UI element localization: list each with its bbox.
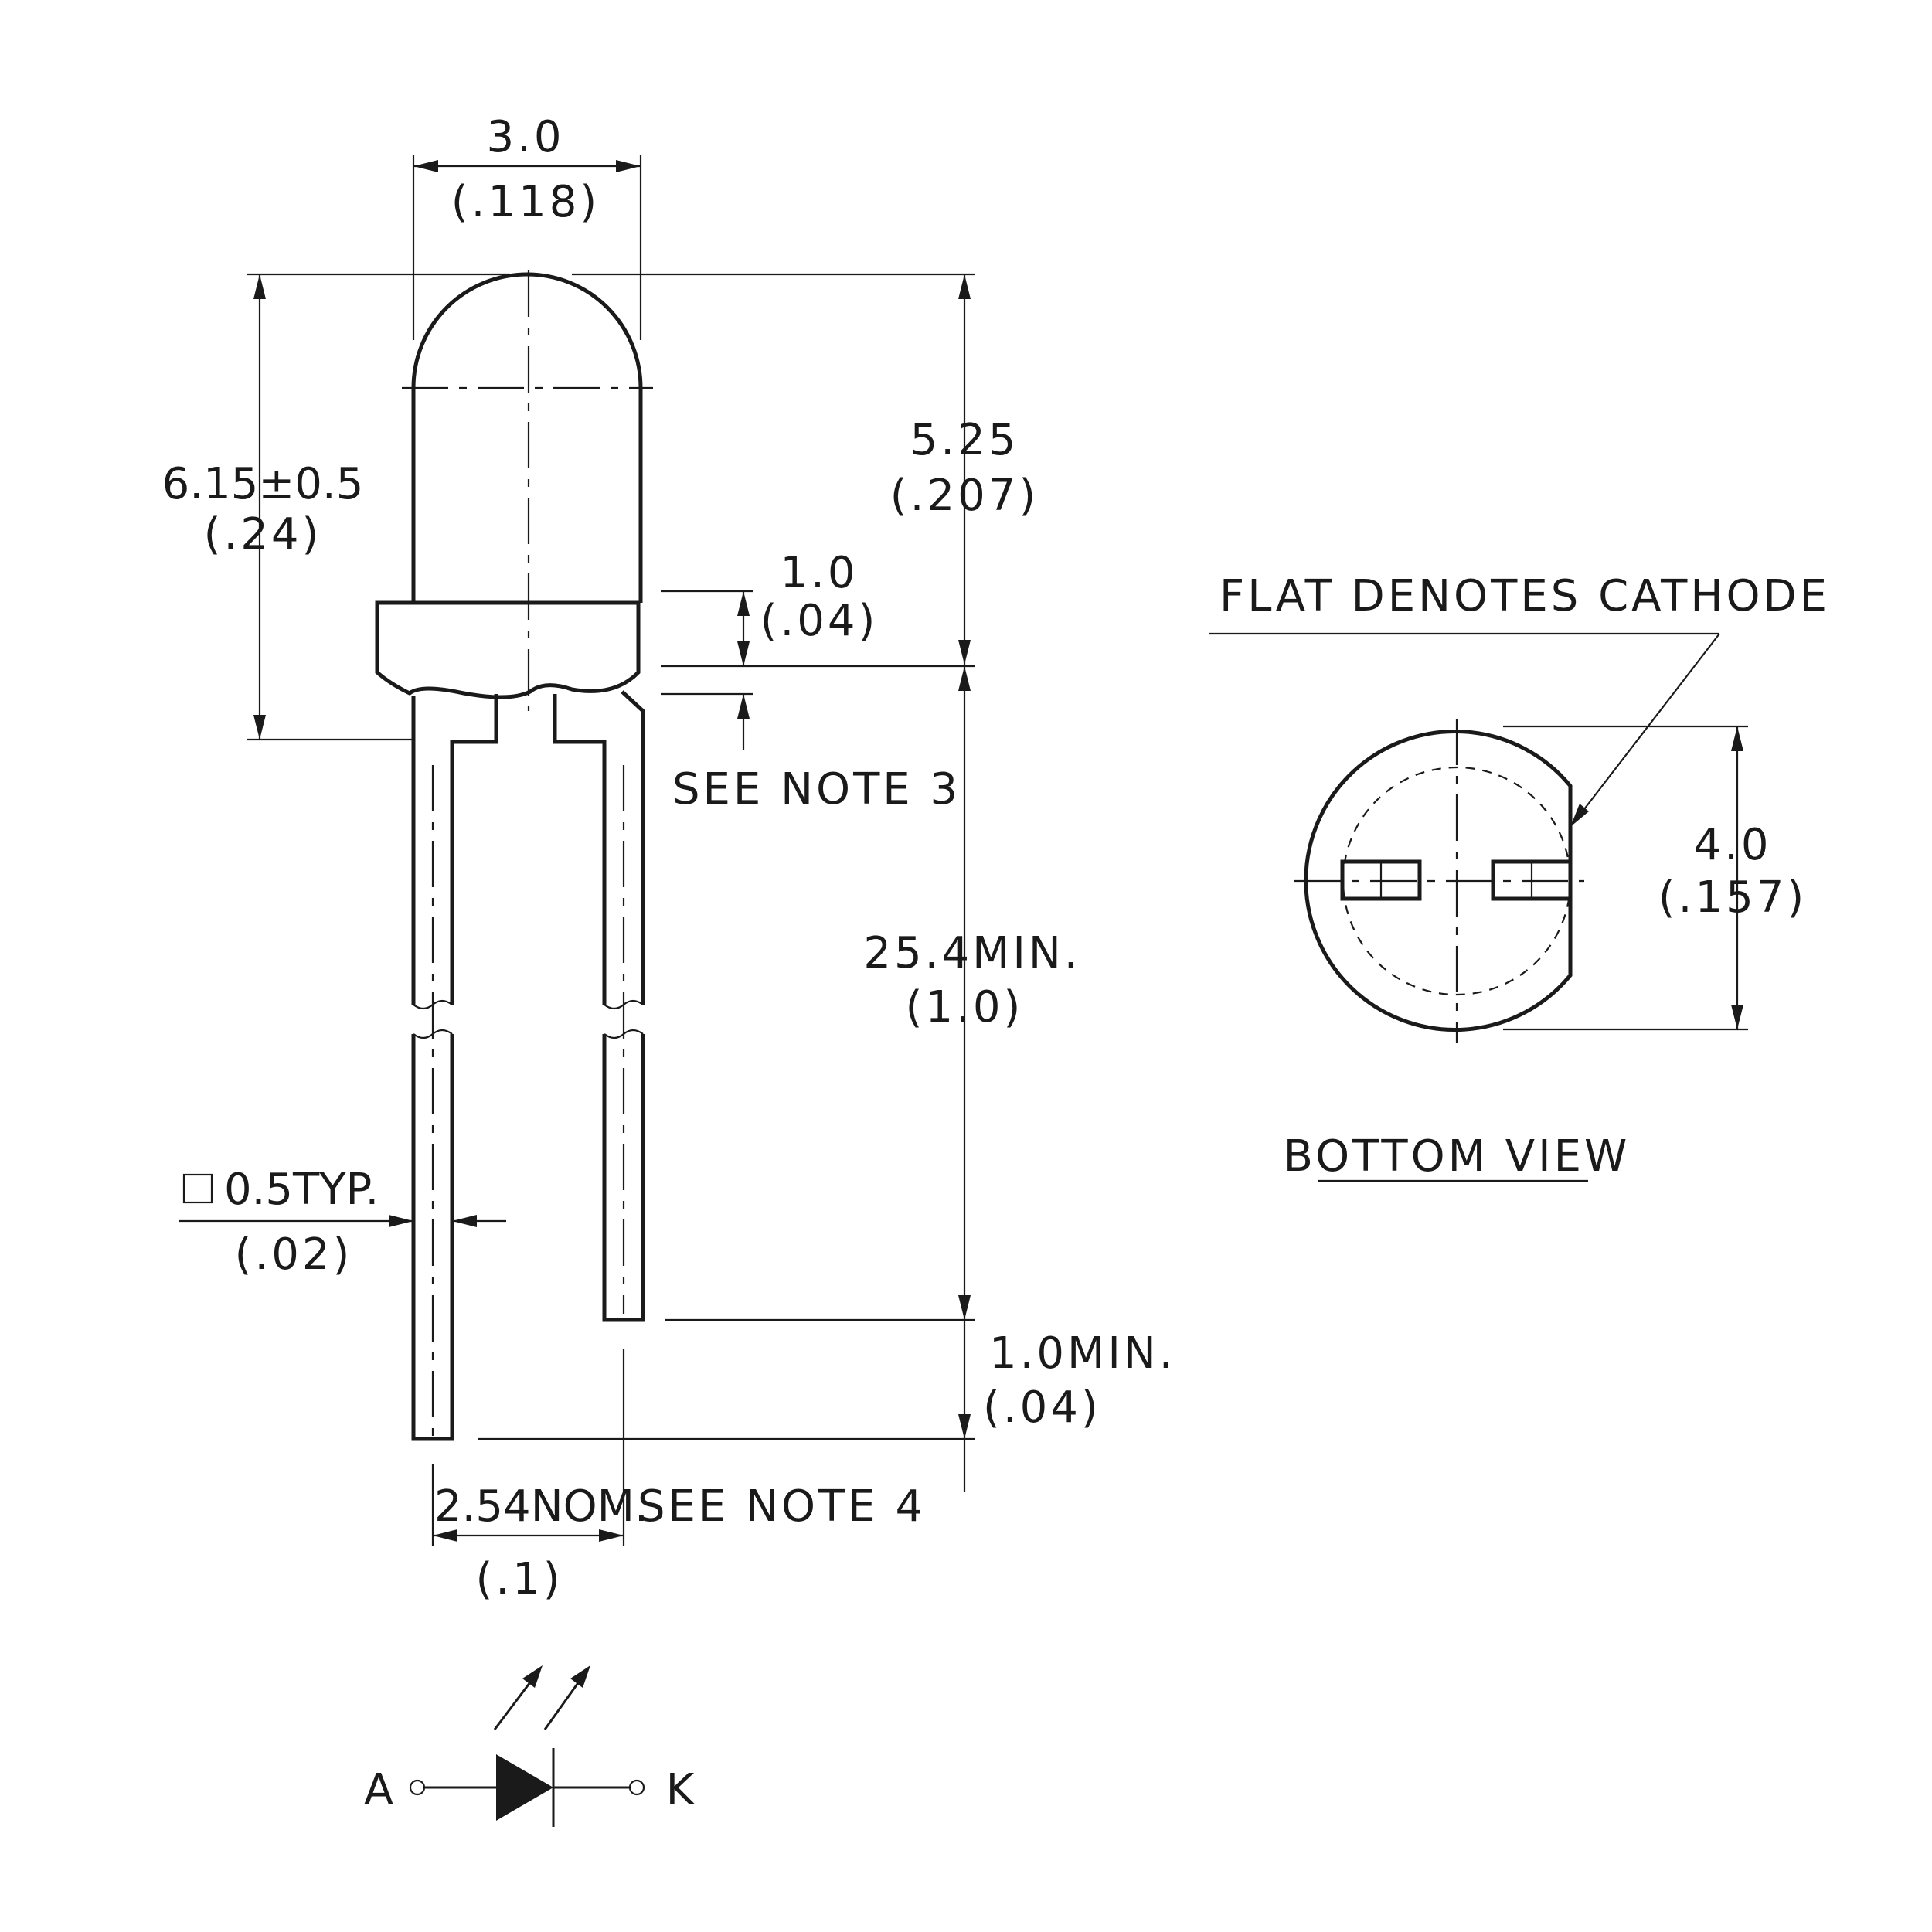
anode-lead-lower: [411, 1034, 454, 1441]
bottom-view-outline: [1304, 730, 1573, 1032]
lead-size-inch: (.02): [235, 1230, 353, 1280]
dim-lead-length: 25.4MIN. (1.0): [665, 666, 1080, 1321]
cathode-lead: [553, 690, 645, 1005]
light-arrow-2-icon: [543, 1665, 590, 1730]
flange-height-inch: (.04): [760, 596, 879, 646]
lead-spacing-inch: (.1): [475, 1554, 563, 1604]
side-view: [375, 270, 653, 1441]
anode-lead: [411, 694, 498, 1005]
dim-lead-spacing: 2.54NOM. SEE NOTE 4 (.1): [431, 1349, 926, 1604]
dome-height-inch: (.207): [890, 471, 1039, 521]
overall-height-inch: (.24): [204, 509, 322, 560]
flat-cathode-note: FLAT DENOTES CATHODE: [1219, 571, 1830, 621]
lead-length-inch: (1.0): [906, 982, 1024, 1032]
cathode-terminal: [628, 1779, 645, 1796]
lead-offset-mm: 1.0MIN.: [989, 1328, 1176, 1379]
body-diameter-mm: 3.0: [486, 112, 564, 162]
dim-lead-size: 0.5TYP. (.02): [179, 1165, 506, 1280]
bottom-view-title: BOTTOM VIEW: [1284, 1131, 1631, 1182]
photodiode-symbol: A K: [364, 1665, 696, 1827]
lead-length-mm: 25.4MIN.: [863, 928, 1080, 978]
note3-label: SEE NOTE 3: [672, 764, 961, 815]
anode-terminal: [409, 1779, 426, 1796]
diode-triangle: [496, 1754, 553, 1821]
lead-offset-inch: (.04): [983, 1383, 1101, 1433]
dim-flange-height: 1.0 (.04) SEE NOTE 3: [661, 548, 975, 815]
bottom-view: 4.0 (.157) FLAT DENOTES CATHODE BOTTOM V…: [1209, 571, 1830, 1182]
body-diameter-inch: (.118): [451, 177, 600, 227]
lead-spacing-mm: 2.54NOM.: [434, 1481, 648, 1532]
dim-dome-height: 5.25 (.207): [890, 274, 1039, 665]
dim-overall-height: 6.15±0.5 (.24): [162, 273, 975, 741]
note4-label: SEE NOTE 4: [638, 1481, 926, 1532]
flat-width-inch: (.157): [1658, 872, 1807, 923]
cathode-label: K: [666, 1765, 696, 1815]
overall-height-mm: 6.15±0.5: [162, 459, 364, 509]
flange-height-mm: 1.0: [780, 548, 858, 598]
dome-height-mm: 5.25: [910, 415, 1019, 465]
cathode-lead-lower: [602, 1034, 645, 1322]
dim-lead-offset: 1.0MIN. (.04): [478, 1320, 1176, 1492]
flat-width-mm: 4.0: [1693, 820, 1771, 870]
led-dome: [411, 272, 643, 603]
led-flange: [375, 600, 641, 699]
anode-label: A: [364, 1765, 393, 1815]
dim-body-diameter: 3.0 (.118): [412, 112, 642, 340]
light-arrow-1-icon: [493, 1665, 543, 1730]
lead-size-mm: 0.5TYP.: [224, 1165, 379, 1215]
square-section-symbol: [182, 1173, 213, 1204]
